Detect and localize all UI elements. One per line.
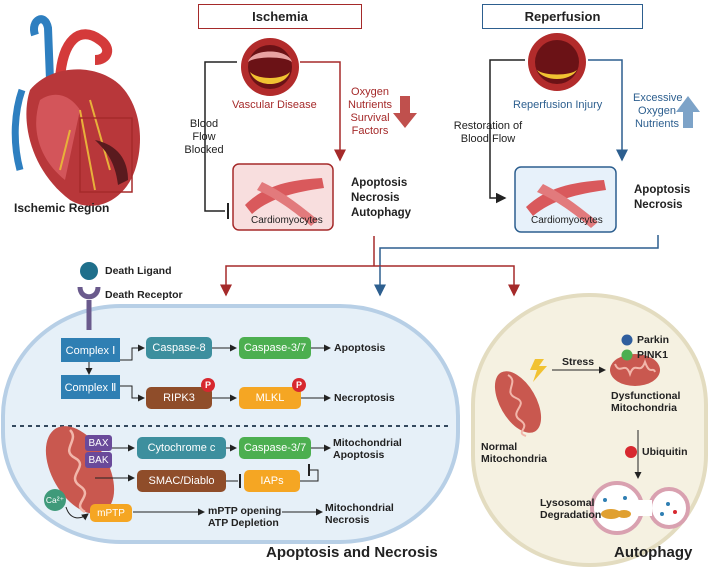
reperfusion-vessel-icon: [528, 33, 586, 91]
ubiquitin-icon: [625, 446, 637, 458]
ischemia-cardiomyocytes-label: Cardiomyocytes: [251, 215, 323, 226]
ischemic-region-label: Ischemic Region: [14, 201, 110, 215]
apoptosis-necrosis-title: Apoptosis and Necrosis: [266, 544, 438, 561]
parkin-label: Parkin: [637, 334, 670, 346]
reperfusion-arrow: [588, 59, 628, 162]
death-ligand-icon: [80, 262, 98, 280]
death-receptor-icon: [77, 286, 101, 300]
vascular-disease-label: Vascular Disease: [232, 99, 317, 111]
lysosome-icon: [590, 481, 690, 535]
mlkl-node: MLKL: [239, 387, 301, 409]
blood-flow-blocked-connector: [204, 61, 237, 219]
restoration-connector: [489, 59, 525, 204]
vascular-disease-vessel-icon: [241, 38, 299, 96]
ischemia-arrow: [300, 61, 346, 162]
parkin-icon: [621, 334, 633, 346]
bak-node: BAK: [85, 452, 112, 468]
caspase-8-node: Caspase-8: [146, 337, 212, 359]
normal-mitochondria-icon: [494, 371, 542, 437]
cytochrome-c-node: Cytochrome c: [137, 437, 226, 459]
decrease-arrow-icon: [393, 96, 417, 128]
caspase-37-top-node: Caspase-3/7: [239, 337, 311, 359]
bax-node: BAX: [85, 435, 112, 451]
ischemia-header: Ischemia: [198, 4, 362, 29]
ripk3-node: RIPK3: [146, 387, 212, 409]
necroptosis-outcome: Necroptosis: [334, 392, 395, 404]
stress-label: Stress: [562, 356, 595, 368]
reperfusion-header: Reperfusion: [482, 4, 643, 29]
reperfusion-cardiomyocytes-label: Cardiomyocytes: [531, 215, 603, 226]
phosphate-badge: P: [292, 378, 306, 392]
phosphate-badge: P: [201, 378, 215, 392]
heart-icon: [11, 15, 140, 206]
reperfusion-injury-label: Reperfusion Injury: [513, 99, 603, 111]
complex-1-node: Complex Ⅰ: [61, 338, 120, 362]
ubiquitin-label: Ubiquitin: [642, 446, 688, 458]
smac-diablo-node: SMAC/Diablo: [137, 470, 226, 492]
mptp-node: mPTP: [90, 504, 132, 522]
calcium-icon: Ca²⁺: [44, 489, 66, 511]
complex-2-node: Complex Ⅱ: [61, 375, 120, 399]
pink1-icon: [621, 349, 633, 361]
iaps-node: IAPs: [244, 470, 300, 492]
lightning-icon: [530, 359, 547, 382]
death-receptor-label: Death Receptor: [105, 289, 183, 301]
caspase-37-mid-node: Caspase-3/7: [239, 437, 311, 459]
increase-arrow-icon: [676, 96, 700, 128]
pink1-label: PINK1: [637, 349, 668, 361]
cell-membrane: [1, 304, 460, 544]
death-ligand-label: Death Ligand: [105, 265, 172, 277]
dysfunctional-mitochondria-icon: [610, 354, 660, 386]
apoptosis-outcome: Apoptosis: [334, 342, 386, 354]
autophagy-title: Autophagy: [614, 544, 693, 561]
